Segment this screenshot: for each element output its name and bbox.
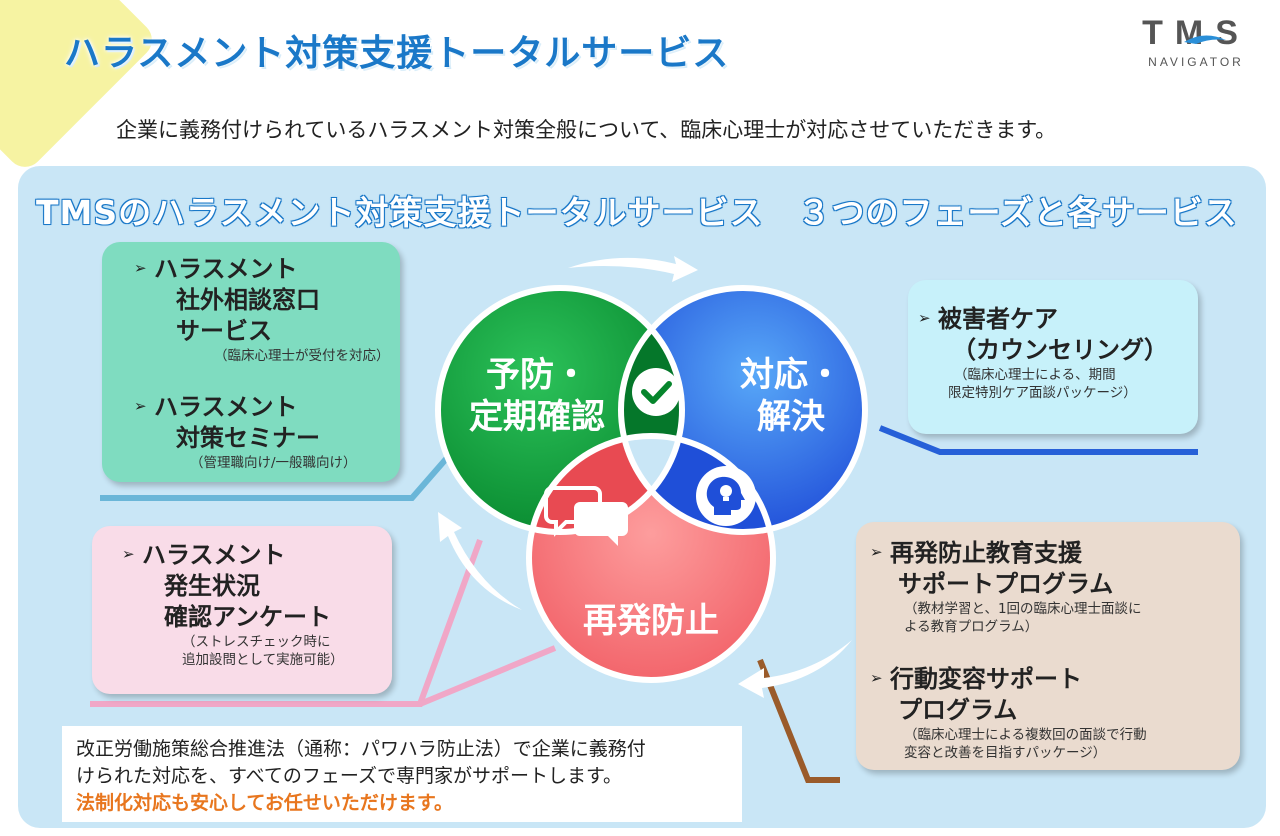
note-line-1: 改正労働施策総合推進法（通称：パワハラ防止法）で企業に義務付 bbox=[76, 738, 646, 760]
box-recurrence-services: ➢ 再発防止教育支援 サポートプログラム （教材学習と、1回の臨床心理士面談に … bbox=[856, 522, 1240, 770]
check-icon bbox=[632, 368, 680, 416]
box-victim-care: ➢ 被害者ケア （カウンセリング） （臨床心理士による、期間 限定特別ケア面談パ… bbox=[908, 280, 1198, 434]
law-note: 改正労働施策総合推進法（通称：パワハラ防止法）で企業に義務付 けられた対応を、す… bbox=[62, 726, 742, 822]
logo-wave-icon bbox=[1184, 35, 1226, 44]
cycle-arrow-right bbox=[738, 640, 852, 698]
label-recurrence: 再発防止 bbox=[583, 601, 719, 641]
cycle-arrow-left bbox=[438, 512, 522, 610]
note-line-3: 法制化対応も安心してお任せいただけます。 bbox=[76, 792, 453, 814]
service-consult: ➢ ハラスメント 社外相談窓口 サービス （臨床心理士が受付を対応） bbox=[134, 255, 390, 364]
service-victim-care: ➢ 被害者ケア （カウンセリング） （臨床心理士による、期間 限定特別ケア面談パ… bbox=[918, 305, 1168, 401]
logo-sub: NAVIGATOR bbox=[1148, 55, 1244, 69]
connector-blue bbox=[878, 425, 1198, 455]
service-education: ➢ 再発防止教育支援 サポートプログラム （教材学習と、1回の臨床心理士面談に … bbox=[870, 539, 1142, 635]
connector-brown bbox=[757, 658, 840, 783]
note-line-2: けられた対応を、すべてのフェーズで専門家がサポートします。 bbox=[76, 765, 623, 787]
box-survey-service: ➢ ハラスメント 発生状況 確認アンケート （ストレスチェック時に 追加設問とし… bbox=[92, 526, 392, 694]
box-prevention-services: ➢ ハラスメント 社外相談窓口 サービス （臨床心理士が受付を対応） ➢ ハラス… bbox=[102, 242, 400, 482]
service-behavior: ➢ 行動変容サポート プログラム （臨床心理士による複数回の面談で行動 変容と改… bbox=[870, 665, 1147, 761]
overlap-green-red bbox=[529, 436, 682, 532]
panel-title: TMSのハラスメント対策支援トータルサービス ３つのフェーズと各サービス bbox=[36, 193, 1238, 232]
connector-pink-2 bbox=[418, 645, 557, 707]
page-subtitle: 企業に義務付けられているハラスメント対策全般について、臨床心理士が対応させていた… bbox=[116, 118, 1057, 142]
tms-logo: TMS NAVIGATOR bbox=[1126, 8, 1266, 78]
service-seminar: ➢ ハラスメント 対策セミナー （管理職向け/一般職向け） bbox=[134, 393, 357, 471]
chat-bubbles-icon bbox=[544, 486, 628, 546]
cycle-arrow-top bbox=[568, 256, 698, 282]
service-survey: ➢ ハラスメント 発生状況 確認アンケート （ストレスチェック時に 追加設問とし… bbox=[122, 541, 344, 668]
logo-main: TMS bbox=[1142, 14, 1250, 52]
page-title: ハラスメント対策支援トータルサービス bbox=[64, 33, 730, 74]
label-prevention: 予防・ 定期確認 bbox=[469, 355, 605, 437]
label-response: 対応・ 解決 bbox=[740, 355, 842, 437]
head-idea-icon bbox=[696, 466, 756, 526]
